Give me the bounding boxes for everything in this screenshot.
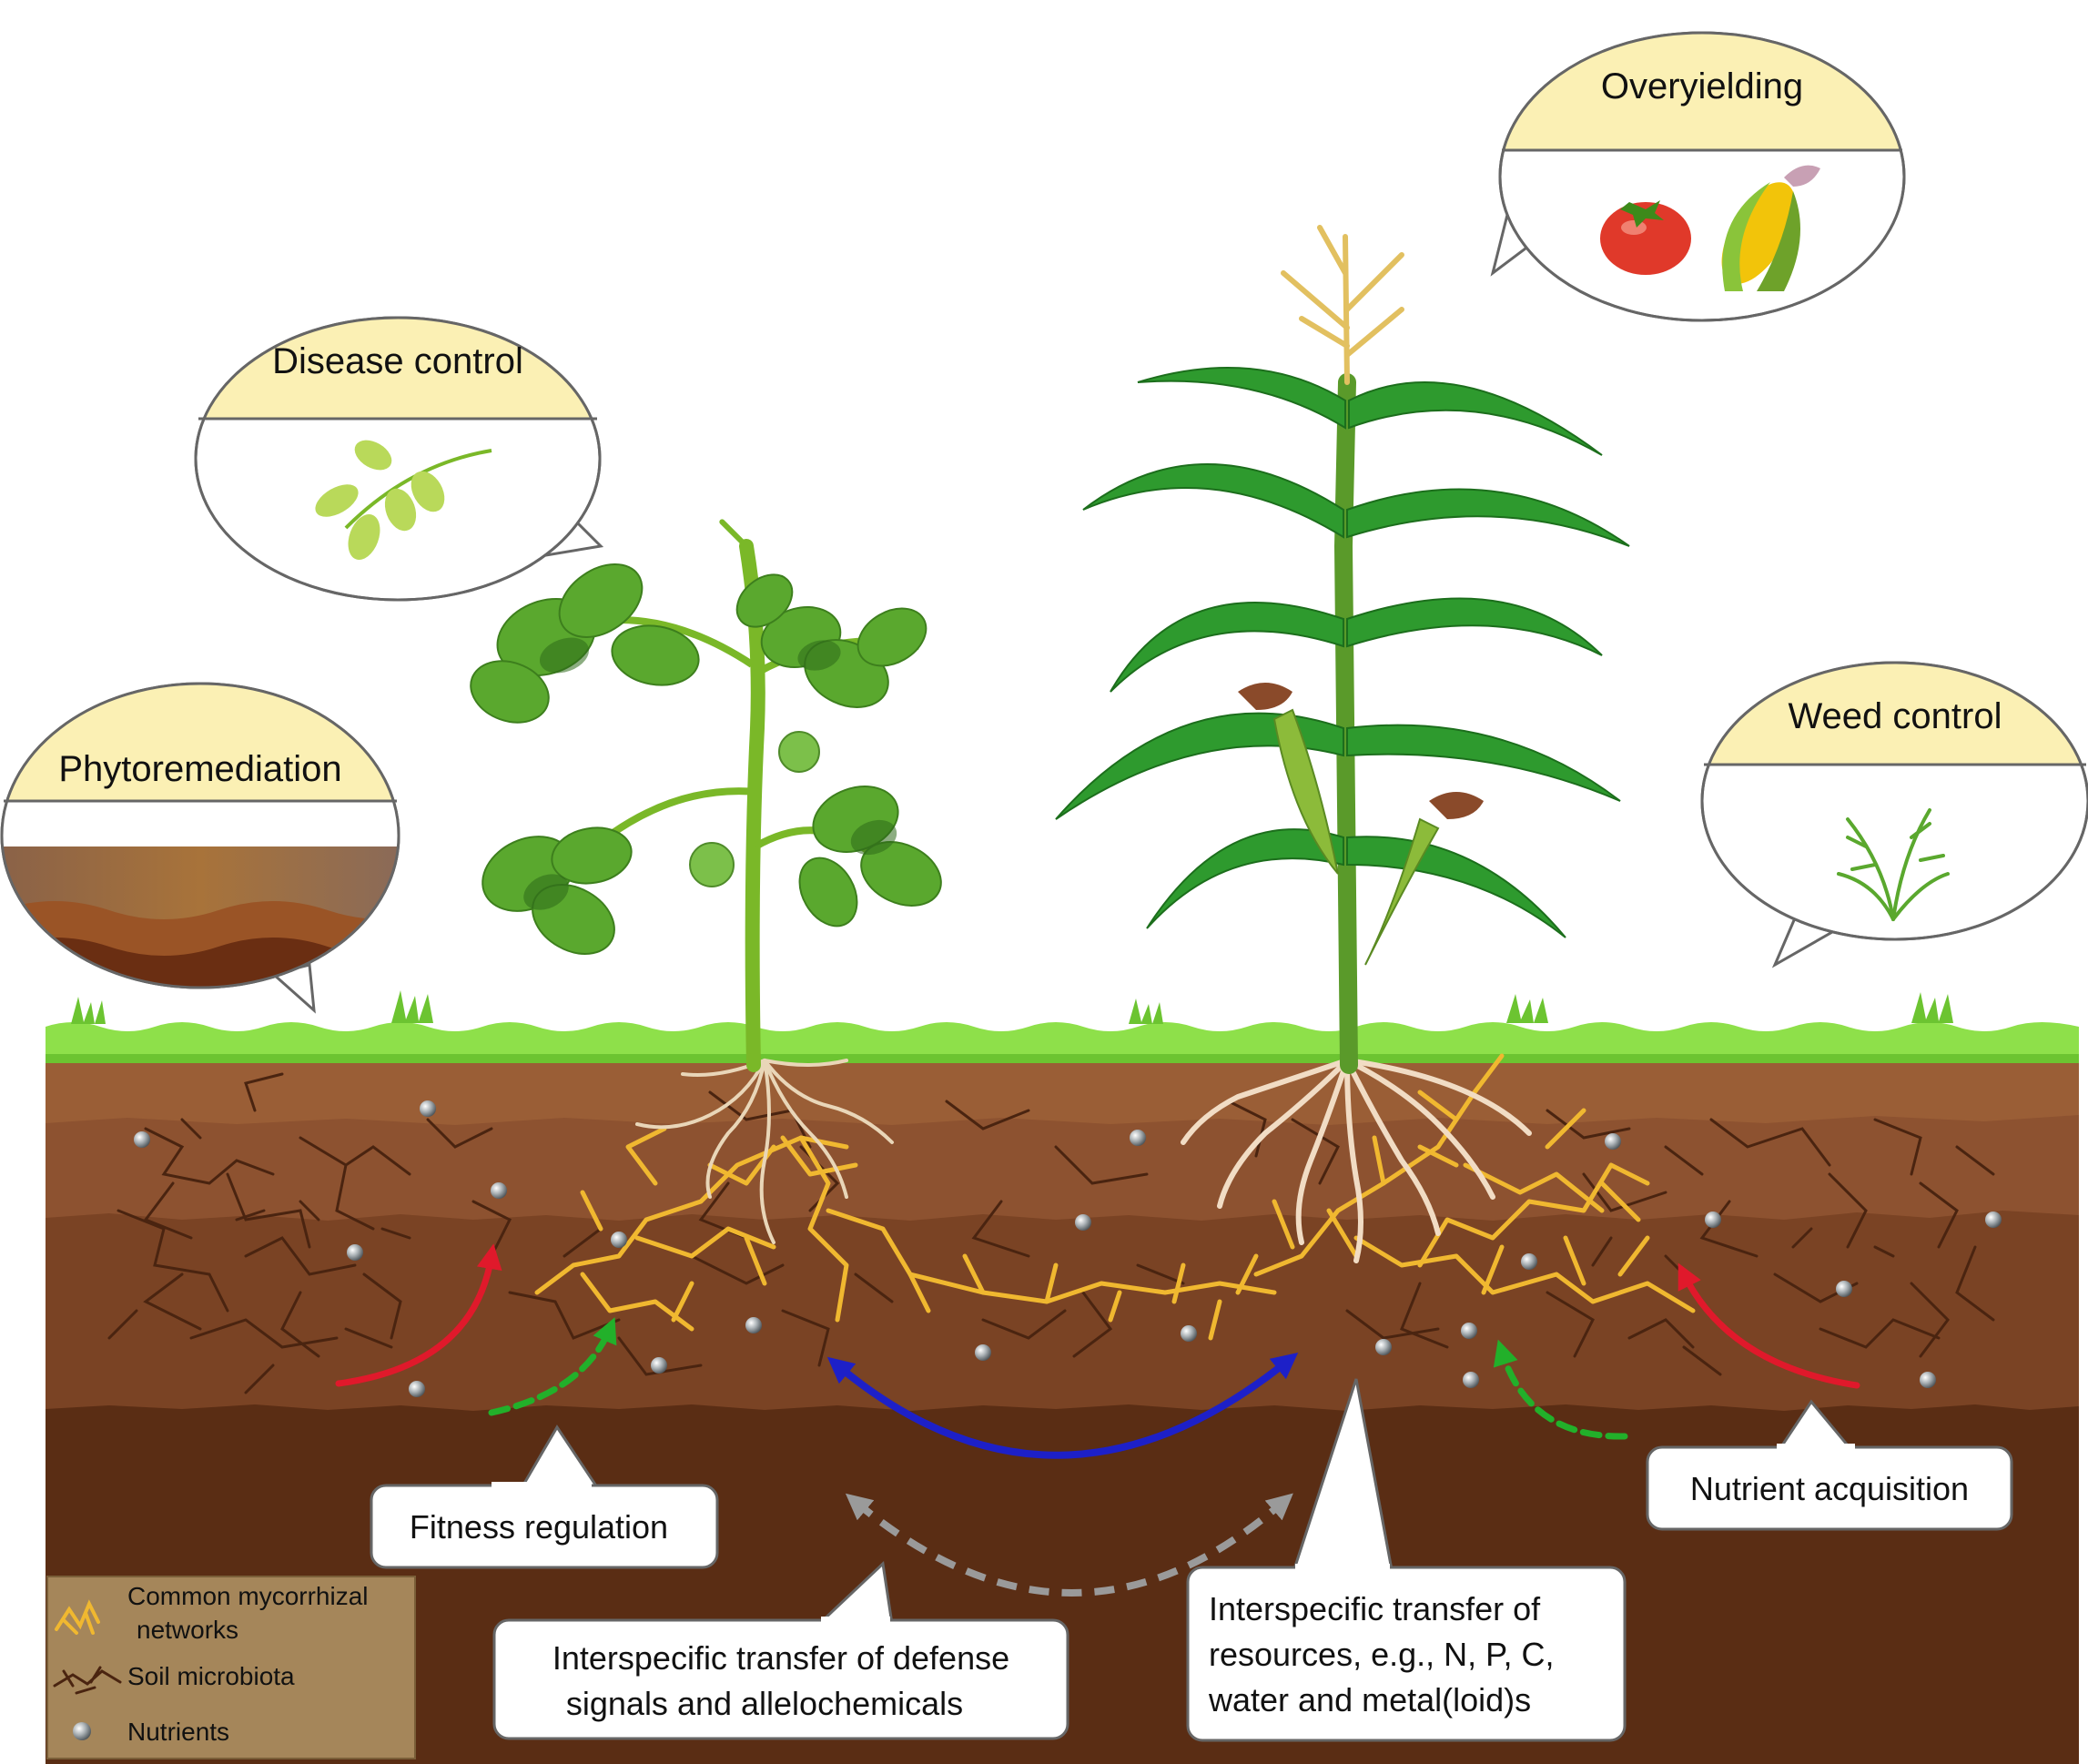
arrow-red-left [335,1243,502,1387]
arrow-green-left [488,1317,617,1416]
callout-text-resources-line1: Interspecific transfer of [1209,1590,1541,1627]
bubble-title-weed-control: Weed control [1789,696,2002,736]
maize-roots [1181,1058,1532,1263]
arrow-red-right [1677,1262,1860,1389]
callout-text-resources-line3: water and metal(loid)s [1208,1681,1531,1718]
bubble-title-phytoremediation: Phytoremediation [58,749,341,789]
weed-icon [1837,808,1950,921]
maize-plant [1055,225,1630,1074]
callout-resource-transfer: Interspecific transfer of resources, e.g… [1186,1378,1627,1742]
diseased-leaf-icon [315,440,492,561]
legend-label-nutrients: Nutrients [127,1718,229,1746]
callout-nutrient-acquisition: Nutrient acquisition [1646,1399,2013,1531]
common-mycorrhizal-networks [534,1053,1696,1341]
bubble-weed-control: Weed control [1700,661,2088,968]
nutrient-acquisition-arrows [335,1243,1860,1389]
bubble-overyielding: Overyielding [1490,31,1906,322]
callout-fitness-regulation: Fitness regulation [370,1424,719,1569]
legend-nutrient-swatch [73,1722,91,1740]
arrow-defense-signal-transfer [845,1493,1293,1597]
callout-text-nutrient-acquisition: Nutrient acquisition [1690,1470,1969,1507]
corn-cob-icon [1721,165,1820,291]
bubble-phytoremediation: Phytoremediation [0,682,400,1014]
bubble-title-overyielding: Overyielding [1601,66,1803,106]
callout-text-fitness-regulation: Fitness regulation [410,1508,668,1546]
bubble-disease-control: Disease control [194,316,604,602]
legend-label-cmn-line2: networks [137,1616,238,1644]
grass-tufts [71,990,1953,1024]
bubble-title-disease-control: Disease control [272,341,523,381]
fitness-regulation-arrows [488,1317,1628,1440]
nutrient-particles [134,1100,2002,1397]
tomato-fruit-icon [1600,200,1691,275]
grass-strip [46,1022,2079,1063]
arrow-resource-transfer [826,1352,1299,1459]
legend-cmn-swatch [55,1599,100,1635]
tomato-roots [635,1059,894,1244]
legend-label-soil-microbiota: Soil microbiota [127,1662,295,1690]
callout-defense-signals: Interspecific transfer of defense signal… [492,1560,1069,1740]
legend-microbiota-swatch [53,1666,122,1695]
arrow-green-right [1493,1339,1628,1440]
tomato-plant [470,519,942,1072]
legend-label-cmn-line1: Common mycorrhizal [127,1582,369,1610]
legend: Common mycorrhizal networks Soil microbi… [46,1576,416,1759]
callout-text-defense-line1: Interspecific transfer of defense [552,1639,1009,1677]
soil-microbiota-network [107,1072,1995,1394]
callout-text-defense-line2: signals and allelochemicals [566,1685,963,1722]
callout-text-resources-line2: resources, e.g., N, P, C, [1209,1636,1555,1673]
